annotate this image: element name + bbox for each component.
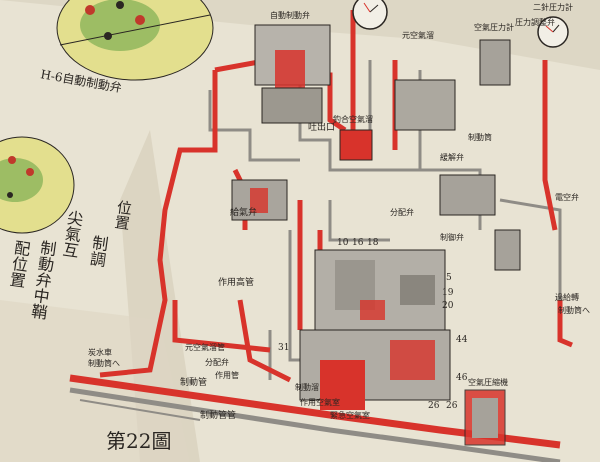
pipe-action-label: 作用高管 — [218, 276, 254, 288]
figure-number-label: 第22圖 — [106, 429, 171, 453]
circular-chart-top — [56, 0, 214, 81]
text-column-4: 制調 — [86, 234, 109, 268]
part-number-5: 5 — [446, 273, 452, 283]
equalizing-label: 釣合空氣溜 — [333, 114, 373, 124]
left-label-to-brake-cylinder: 制動筒へ — [88, 358, 120, 368]
control-valve-assembly — [299, 329, 451, 410]
main-reservoir-left-label: 元空氣溜 — [402, 30, 434, 40]
feed-valve-assembly — [231, 179, 288, 221]
part-number-16: 16 — [352, 238, 364, 248]
right-label-to-brake-cylinder: 制動筒へ — [558, 305, 590, 315]
pipe-main-reservoir-label: 元空氣溜管 — [185, 342, 225, 352]
right-valve-assembly — [394, 39, 521, 271]
part-number-19: 19 — [442, 288, 454, 298]
side-label-emergency-chamber: 緊急空氣室 — [330, 410, 370, 420]
gauge-right-label: 二針圧力計 — [533, 2, 573, 12]
side-label-distributing: 分配弁 — [205, 357, 229, 367]
text-column-5: 位置 — [112, 199, 134, 231]
feed-valve-label: 給氣弁 — [230, 206, 257, 218]
gauge-left-label: 空氣圧力計 — [474, 22, 514, 32]
pressure-gauge-left — [352, 0, 388, 30]
part-number-26a: 26 — [428, 401, 440, 411]
equalizing-reservoir — [339, 129, 373, 161]
part-number-10: 10 — [337, 238, 349, 248]
side-label-action-pipe: 作用管 — [215, 370, 239, 380]
side-label-brake-reservoir: 制動溜 — [295, 382, 319, 392]
pressure-gauge-right — [537, 16, 569, 48]
auto-brake-valve-label: 自動制動弁 — [270, 10, 310, 20]
left-label-tender: 炭水車 — [88, 347, 112, 357]
distributing-valve-assembly — [314, 249, 446, 331]
right-label-electro-valve: 電空弁 — [555, 192, 579, 202]
exhaust-port-label: 吐出口 — [308, 121, 335, 133]
air-pump-assembly — [464, 389, 506, 446]
part-number-31: 31 — [278, 343, 289, 353]
part-number-18: 18 — [367, 238, 379, 248]
part-number-46: 46 — [456, 373, 468, 383]
pump-label: 空氣圧縮機 — [468, 377, 508, 387]
release-valve-label: 緩解弁 — [440, 152, 464, 162]
brake-bottom-label: 制動管管 — [200, 409, 236, 421]
auto-brake-valve-assembly — [254, 24, 331, 124]
circular-chart-left — [0, 136, 75, 234]
part-number-26b: 26 — [446, 401, 458, 411]
brake-cylinder-label: 制動筒 — [468, 132, 492, 142]
paper-fold-top — [0, 0, 600, 70]
brake-pipe-label: 制動管 — [180, 376, 207, 388]
part-number-20: 20 — [442, 301, 454, 311]
distributing-valve-label: 分配弁 — [390, 207, 414, 217]
right-label-overcharge: 過給轉 — [555, 292, 579, 302]
side-label-action-chamber: 作用空氣室 — [300, 397, 340, 407]
control-valve-label: 制御弁 — [440, 232, 464, 242]
part-number-44: 44 — [456, 335, 468, 345]
right-top-label: 圧力調整弁 — [515, 17, 555, 27]
